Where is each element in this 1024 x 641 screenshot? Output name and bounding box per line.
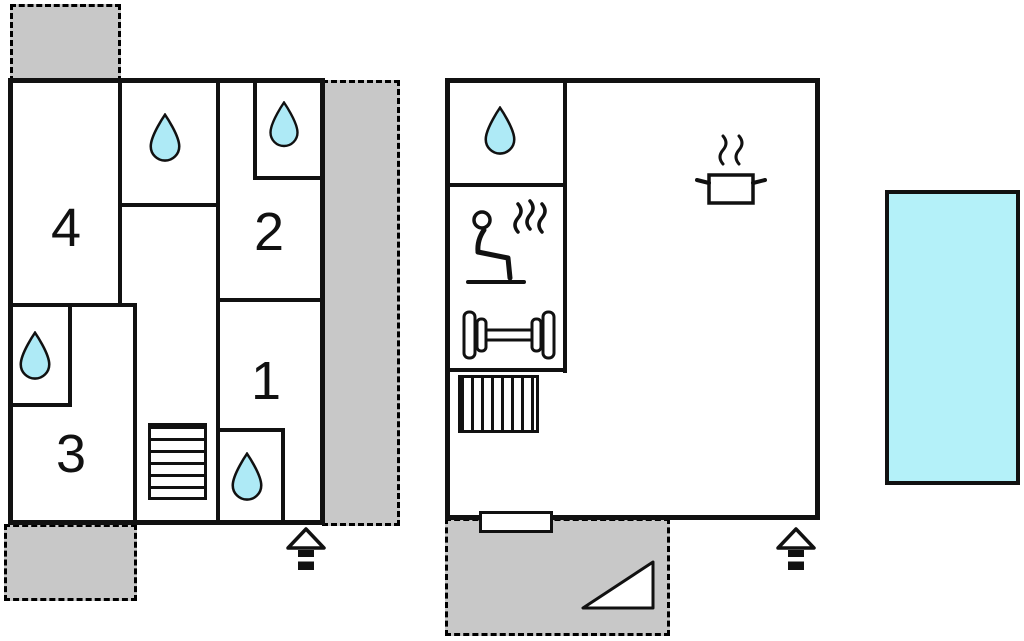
stairs-icon <box>148 423 207 500</box>
room-label-4: 4 <box>50 198 82 258</box>
interior-wall <box>216 428 285 432</box>
ground-floor-plan <box>445 78 820 520</box>
water-drop-icon <box>484 106 516 155</box>
room-label-3: 3 <box>55 424 87 484</box>
upper-floor-plan: 4 2 1 3 <box>8 78 325 525</box>
interior-wall <box>450 368 567 372</box>
terrace-bottom-left <box>4 524 137 601</box>
entrance-icon <box>286 527 326 570</box>
interior-wall <box>253 83 257 180</box>
interior-wall <box>133 303 137 520</box>
room-label-2: 2 <box>253 202 285 262</box>
water-drop-icon <box>269 101 299 148</box>
interior-wall <box>13 403 72 407</box>
terrace-arrow-icon <box>581 560 655 610</box>
cooking-pot-icon <box>695 134 767 205</box>
interior-wall <box>118 83 122 307</box>
interior-wall <box>450 183 563 187</box>
interior-wall <box>281 428 285 520</box>
interior-wall <box>216 298 320 302</box>
water-drop-icon <box>231 452 263 501</box>
sauna-icon <box>466 199 547 284</box>
swimming-pool <box>885 190 1020 485</box>
room-label-1: 1 <box>250 351 282 411</box>
terrace-top-left <box>10 4 121 82</box>
water-drop-icon <box>149 113 181 162</box>
interior-wall <box>563 83 567 373</box>
stairs-icon <box>458 375 539 433</box>
terrace-right <box>322 80 400 526</box>
interior-wall <box>13 303 137 307</box>
interior-wall <box>253 176 320 180</box>
door-icon <box>479 511 553 533</box>
dumbbell-icon <box>462 310 556 360</box>
interior-wall <box>68 303 72 407</box>
entrance-icon <box>776 527 816 570</box>
interior-wall <box>118 203 220 207</box>
water-drop-icon <box>19 331 51 380</box>
